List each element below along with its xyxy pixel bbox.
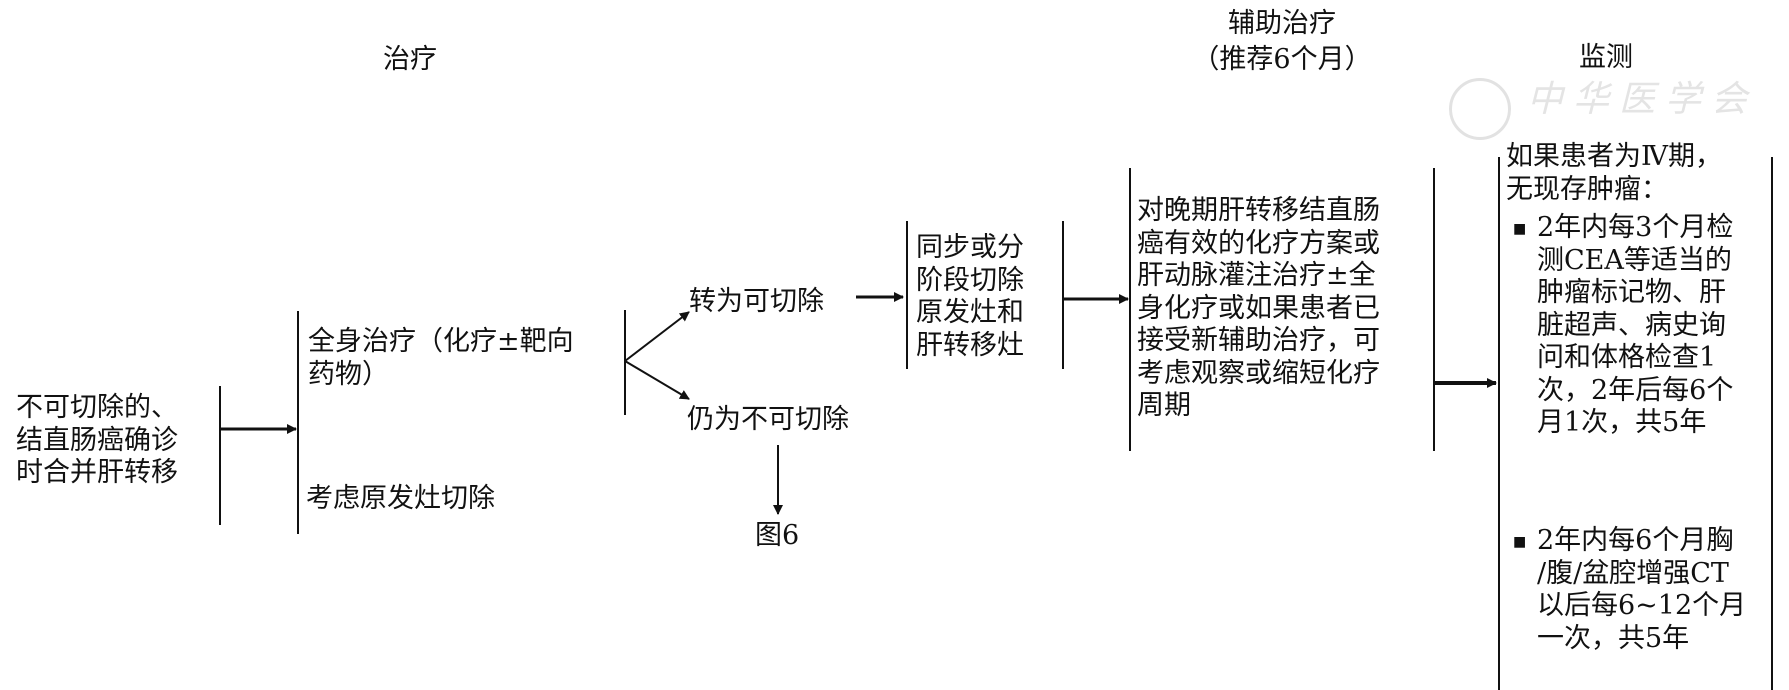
adjuvant-line: 接受新辅助治疗，可 [1137,325,1380,356]
bullet1-line: 月1次，共5年 [1537,407,1707,438]
adjuvant-line: 对晚期肝转移结直肠 [1137,195,1380,226]
watermark-logo: 中华医学会 [1449,78,1747,140]
node-monitor-intro: 如果患者为Ⅳ期， 无现存肿瘤： [1506,141,1722,206]
bullet2-line: 以后每6~12个月 [1537,590,1747,621]
systemic-line: 药物） [308,358,389,390]
node-systemic-therapy: 全身治疗（化疗±靶向 药物） [308,326,574,391]
bullet1-line: 次，2年后每6个 [1537,374,1734,406]
node-primary-resection: 考虑原发灶切除 [306,483,495,514]
bullet-icon: ■ [1513,534,1527,550]
adjuvant-line: 周期 [1137,390,1191,421]
node-still-unresectable: 仍为不可切除 [687,404,849,435]
start-line: 时合并肝转移 [16,457,178,488]
start-line: 不可切除的、 [16,392,178,423]
adjuvant-line: 肝动脉灌注治疗±全 [1137,260,1376,291]
bullet1-line: 脏超声、病史询 [1537,309,1726,341]
resection-line: 同步或分 [916,232,1024,263]
resection-line: 阶段切除 [916,264,1024,296]
bullet-icon: ■ [1513,221,1527,237]
bullet1-line: 测CEA等适当的 [1537,244,1732,276]
resection-line: 肝转移灶 [916,329,1024,361]
node-resection: 同步或分 阶段切除 原发灶和 肝转移灶 [916,232,1024,362]
node-adjuvant: 对晚期肝转移结直肠 癌有效的化疗方案或 肝动脉灌注治疗±全 身化疗或如果患者已 … [1137,195,1380,423]
resection-line: 原发灶和 [916,297,1024,328]
node-convertible: 转为可切除 [689,286,824,317]
bullet1-line: 问和体格检查1 [1537,342,1717,373]
adjuvant-line: 身化疗或如果患者已 [1137,292,1380,324]
header-treatment: 治疗 [383,44,437,75]
bullet2-line: /腹/盆腔增强CT [1537,557,1729,589]
monitor-intro-line: 无现存肿瘤： [1506,173,1668,205]
bullet2-line: 一次，共5年 [1537,622,1690,654]
systemic-line: 全身治疗（化疗±靶向 [308,326,574,357]
node-monitor-bullet1: 2年内每3个月检 测CEA等适当的 肿瘤标记物、肝 脏超声、病史询 问和体格检查… [1537,212,1733,440]
node-figure-ref: 图6 [755,520,800,551]
adjuvant-line: 考虑观察或缩短化疗 [1137,357,1380,389]
arrow-to-convertible [624,311,690,362]
header-monitoring: 监测 [1579,42,1633,73]
node-start: 不可切除的、 结直肠癌确诊 时合并肝转移 [16,392,178,490]
adjuvant-line: 癌有效的化疗方案或 [1137,227,1380,259]
header-adjuvant-duration: （推荐6个月） [1192,44,1372,75]
bullet1-line: 肿瘤标记物、肝 [1537,277,1726,308]
seal-icon [1449,78,1511,140]
header-adjuvant: 辅助治疗 [1228,8,1336,39]
watermark-text: 中华医学会 [1527,79,1758,120]
bullet2-line: 2年内每6个月胸 [1537,525,1734,556]
node-monitor-bullet2: 2年内每6个月胸 /腹/盆腔增强CT 以后每6~12个月 一次，共5年 [1537,525,1746,655]
monitor-intro-line: 如果患者为Ⅳ期， [1506,141,1722,172]
arrow-to-unresectable [624,360,690,400]
bullet1-line: 2年内每3个月检 [1537,212,1734,243]
start-line: 结直肠癌确诊 [16,424,178,456]
